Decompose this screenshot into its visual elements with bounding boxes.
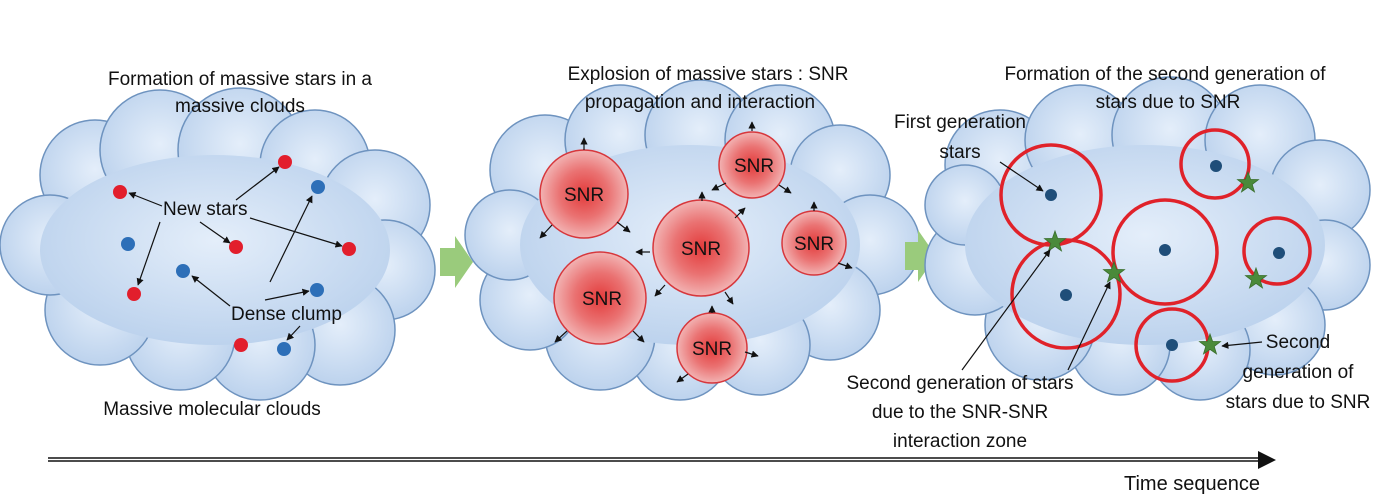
snr-label: SNR <box>794 234 834 255</box>
snr-label: SNR <box>582 289 622 310</box>
panel-1-pointer-arrows <box>128 166 343 341</box>
snr-label: SNR <box>734 156 774 177</box>
panel-2-title-line-1: Explosion of massive stars : SNR <box>568 64 849 85</box>
interaction-label-line-2: due to the SNR-SNR <box>872 402 1048 423</box>
panel-2-title-line-2: propagation and interaction <box>585 92 815 113</box>
cloud-1 <box>0 87 436 401</box>
second-generation-label-line-3: stars due to SNR <box>1226 392 1371 413</box>
first-generation-label-line-1: First generation <box>894 112 1026 133</box>
blue-star <box>277 342 291 356</box>
snr-shell-ring <box>1111 198 1219 306</box>
first-generation-star <box>1060 289 1072 301</box>
first-generation-star <box>1159 244 1171 256</box>
red-star <box>278 155 292 169</box>
first-generation-star <box>1210 160 1222 172</box>
panel-3-title-line-1: Formation of the second generation of <box>1004 64 1326 85</box>
red-star <box>342 242 356 256</box>
second-generation-label-line-2: generation of <box>1243 362 1355 383</box>
snr-label: SNR <box>681 239 721 260</box>
first-generation-star <box>1273 247 1285 259</box>
time-sequence-arrow <box>48 451 1276 469</box>
red-star <box>127 287 141 301</box>
green-right-arrow-icon <box>440 236 473 288</box>
green-star-icon <box>1043 229 1067 252</box>
snr-shell-ring <box>1179 128 1251 200</box>
panel-3: Formation of the second generation of st… <box>846 64 1371 452</box>
dense-clump-label: Dense clump <box>231 304 342 325</box>
snr-bubble <box>718 131 786 199</box>
green-star-icon <box>1198 332 1222 355</box>
red-star <box>234 338 248 352</box>
snr-shell-ring <box>1010 238 1122 350</box>
time-sequence-label: Time sequence <box>1124 473 1260 495</box>
first-generation-star <box>1166 339 1178 351</box>
first-generation-star <box>1045 189 1057 201</box>
massive-molecular-clouds-label: Massive molecular clouds <box>103 399 321 420</box>
snr-label: SNR <box>692 339 732 360</box>
new-stars-label: New stars <box>163 199 247 220</box>
snr-label: SNR <box>564 185 604 206</box>
green-right-arrow-icon <box>905 230 936 282</box>
first-generation-label-line-2: stars <box>939 142 980 163</box>
interaction-label-line-1: Second generation of stars <box>846 373 1073 394</box>
panel-1: Formation of massive stars in a massive … <box>0 69 436 420</box>
red-star <box>229 240 243 254</box>
panel-3-title-line-2: stars due to SNR <box>1096 92 1241 113</box>
blue-star <box>310 283 324 297</box>
panel-2: Explosion of massive stars : SNR propaga… <box>464 64 921 401</box>
red-star <box>113 185 127 199</box>
snr-bubble <box>652 199 750 297</box>
green-star-icon <box>1236 170 1260 193</box>
blue-star <box>311 180 325 194</box>
blue-star <box>121 237 135 251</box>
panel-3-pointer-arrows <box>961 161 1263 371</box>
second-generation-label-line-1: Second <box>1266 332 1330 353</box>
green-star-icon <box>1244 266 1268 289</box>
snr-expansion-arrows <box>539 121 853 383</box>
snr-bubble <box>553 251 647 345</box>
panel-1-title-line-1: Formation of massive stars in a <box>108 69 372 90</box>
blue-star <box>176 264 190 278</box>
green-star-icon <box>1102 260 1126 283</box>
interaction-label-line-3: interaction zone <box>893 431 1027 452</box>
cloud-3 <box>924 76 1371 401</box>
snr-shell-ring <box>1242 216 1312 286</box>
panel-1-title-line-2: massive clouds <box>175 96 305 117</box>
